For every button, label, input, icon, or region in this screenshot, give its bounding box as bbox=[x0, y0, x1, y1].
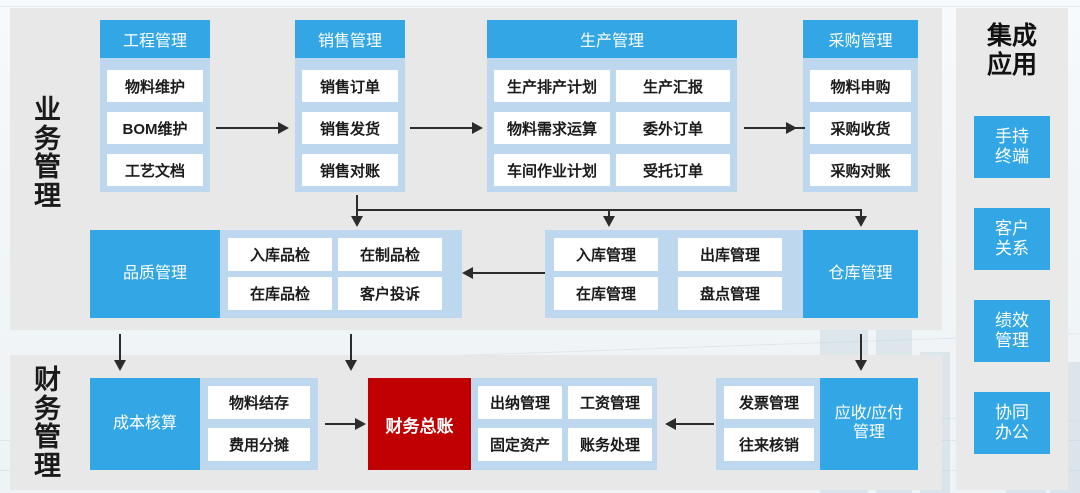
module-general-ledger[interactable]: 财务总账 bbox=[368, 378, 471, 470]
biz-to-fin-line-3 bbox=[860, 334, 862, 362]
module-engineering-header[interactable]: 工程管理 bbox=[100, 20, 210, 58]
biz-to-fin-line-2 bbox=[350, 334, 352, 362]
cell-engineering-2[interactable]: BOM维护 bbox=[107, 112, 203, 144]
cell-production-6[interactable]: 受托订单 bbox=[616, 154, 730, 186]
cell-quality-4[interactable]: 客户投诉 bbox=[338, 277, 442, 310]
cell-engineering-1[interactable]: 物料维护 bbox=[107, 70, 203, 102]
arrow-cost-to-ledger-line bbox=[325, 423, 357, 425]
cell-purchasing-1[interactable]: 物料申购 bbox=[810, 70, 911, 102]
arrow-warehouse-to-quality-line bbox=[473, 272, 545, 274]
cell-quality-2[interactable]: 在制品检 bbox=[338, 238, 442, 271]
distribution-arrow-2 bbox=[603, 216, 615, 227]
distribution-drop-2 bbox=[608, 209, 610, 219]
biz-to-fin-line-1 bbox=[119, 334, 121, 362]
module-production-header[interactable]: 生产管理 bbox=[487, 20, 737, 58]
biz-to-fin-arrow-3 bbox=[855, 360, 867, 371]
cell-production-1[interactable]: 生产排产计划 bbox=[494, 70, 610, 102]
app-label-performance: 绩效 管理 bbox=[995, 310, 1029, 350]
business-section-label: 业 务 管 理 bbox=[34, 95, 62, 211]
arrow-production-to-purchasing-line bbox=[744, 127, 805, 129]
biz-to-fin-arrow-2 bbox=[345, 360, 357, 371]
cell-purchasing-3[interactable]: 采购对账 bbox=[810, 154, 911, 186]
distribution-drop-3 bbox=[860, 209, 862, 219]
app-button-collaboration[interactable]: 协同 办公 bbox=[974, 392, 1050, 454]
arrow-engineering-to-sales-line bbox=[216, 127, 278, 129]
module-purchasing-header[interactable]: 采购管理 bbox=[803, 20, 918, 58]
module-ar-ap-title[interactable]: 应收/应付 管理 bbox=[820, 378, 918, 470]
app-button-performance[interactable]: 绩效 管理 bbox=[974, 300, 1050, 362]
cell-production-4[interactable]: 委外订单 bbox=[616, 112, 730, 144]
distribution-arrow-1 bbox=[351, 216, 363, 227]
cell-sales-1[interactable]: 销售订单 bbox=[302, 70, 398, 102]
cell-warehouse-2[interactable]: 出库管理 bbox=[678, 238, 782, 271]
cell-sales-2[interactable]: 销售发货 bbox=[302, 112, 398, 144]
cell-treasury-2[interactable]: 工资管理 bbox=[568, 386, 652, 419]
cell-engineering-3[interactable]: 工艺文档 bbox=[107, 154, 203, 186]
app-button-crm[interactable]: 客户 关系 bbox=[974, 208, 1050, 270]
arrow-production-to-purchasing-head bbox=[786, 122, 797, 134]
cell-purchasing-2[interactable]: 采购收货 bbox=[810, 112, 911, 144]
cell-warehouse-4[interactable]: 盘点管理 bbox=[678, 277, 782, 310]
arrow-warehouse-to-quality-head bbox=[462, 267, 473, 279]
cell-production-5[interactable]: 车间作业计划 bbox=[494, 154, 610, 186]
cell-treasury-4[interactable]: 账务处理 bbox=[568, 428, 652, 461]
cell-treasury-1[interactable]: 出纳管理 bbox=[478, 386, 562, 419]
distribution-drop-1 bbox=[356, 195, 358, 219]
arrow-engineering-to-sales-head bbox=[278, 122, 289, 134]
finance-section-label: 财 务 管 理 bbox=[34, 365, 62, 481]
biz-to-fin-arrow-1 bbox=[114, 360, 126, 371]
cell-cost-2[interactable]: 费用分摊 bbox=[208, 428, 310, 461]
module-warehouse-title[interactable]: 仓库管理 bbox=[803, 230, 918, 318]
cell-arap-2[interactable]: 往来核销 bbox=[724, 428, 814, 461]
cell-quality-3[interactable]: 在库品检 bbox=[228, 277, 332, 310]
cell-warehouse-1[interactable]: 入库管理 bbox=[554, 238, 658, 271]
module-quality-title[interactable]: 品质管理 bbox=[90, 230, 220, 318]
cell-quality-1[interactable]: 入库品检 bbox=[228, 238, 332, 271]
arrow-sales-to-production-line bbox=[410, 127, 472, 129]
app-button-handheld-terminal[interactable]: 手持 终端 bbox=[974, 116, 1050, 178]
arrow-sales-to-production-head bbox=[472, 122, 483, 134]
app-label-collaboration: 协同 办公 bbox=[995, 402, 1029, 442]
arrow-cost-to-ledger-head bbox=[355, 418, 366, 430]
app-label-crm: 客户 关系 bbox=[995, 218, 1029, 258]
module-sales-header[interactable]: 销售管理 bbox=[295, 20, 405, 58]
integrated-apps-title: 集成 应用 bbox=[986, 22, 1037, 79]
cell-cost-1[interactable]: 物料结存 bbox=[208, 386, 310, 419]
distribution-arrow-3 bbox=[855, 216, 867, 227]
module-cost-accounting-title[interactable]: 成本核算 bbox=[90, 378, 200, 470]
arrow-arap-to-treasury-line bbox=[676, 423, 714, 425]
cell-sales-3[interactable]: 销售对账 bbox=[302, 154, 398, 186]
cell-production-2[interactable]: 生产汇报 bbox=[616, 70, 730, 102]
cell-production-3[interactable]: 物料需求运算 bbox=[494, 112, 610, 144]
arrow-arap-to-treasury-head bbox=[665, 418, 676, 430]
cell-arap-1[interactable]: 发票管理 bbox=[724, 386, 814, 419]
app-label-handheld-terminal: 手持 终端 bbox=[995, 126, 1029, 166]
cell-warehouse-3[interactable]: 在库管理 bbox=[554, 277, 658, 310]
cell-treasury-3[interactable]: 固定资产 bbox=[478, 428, 562, 461]
